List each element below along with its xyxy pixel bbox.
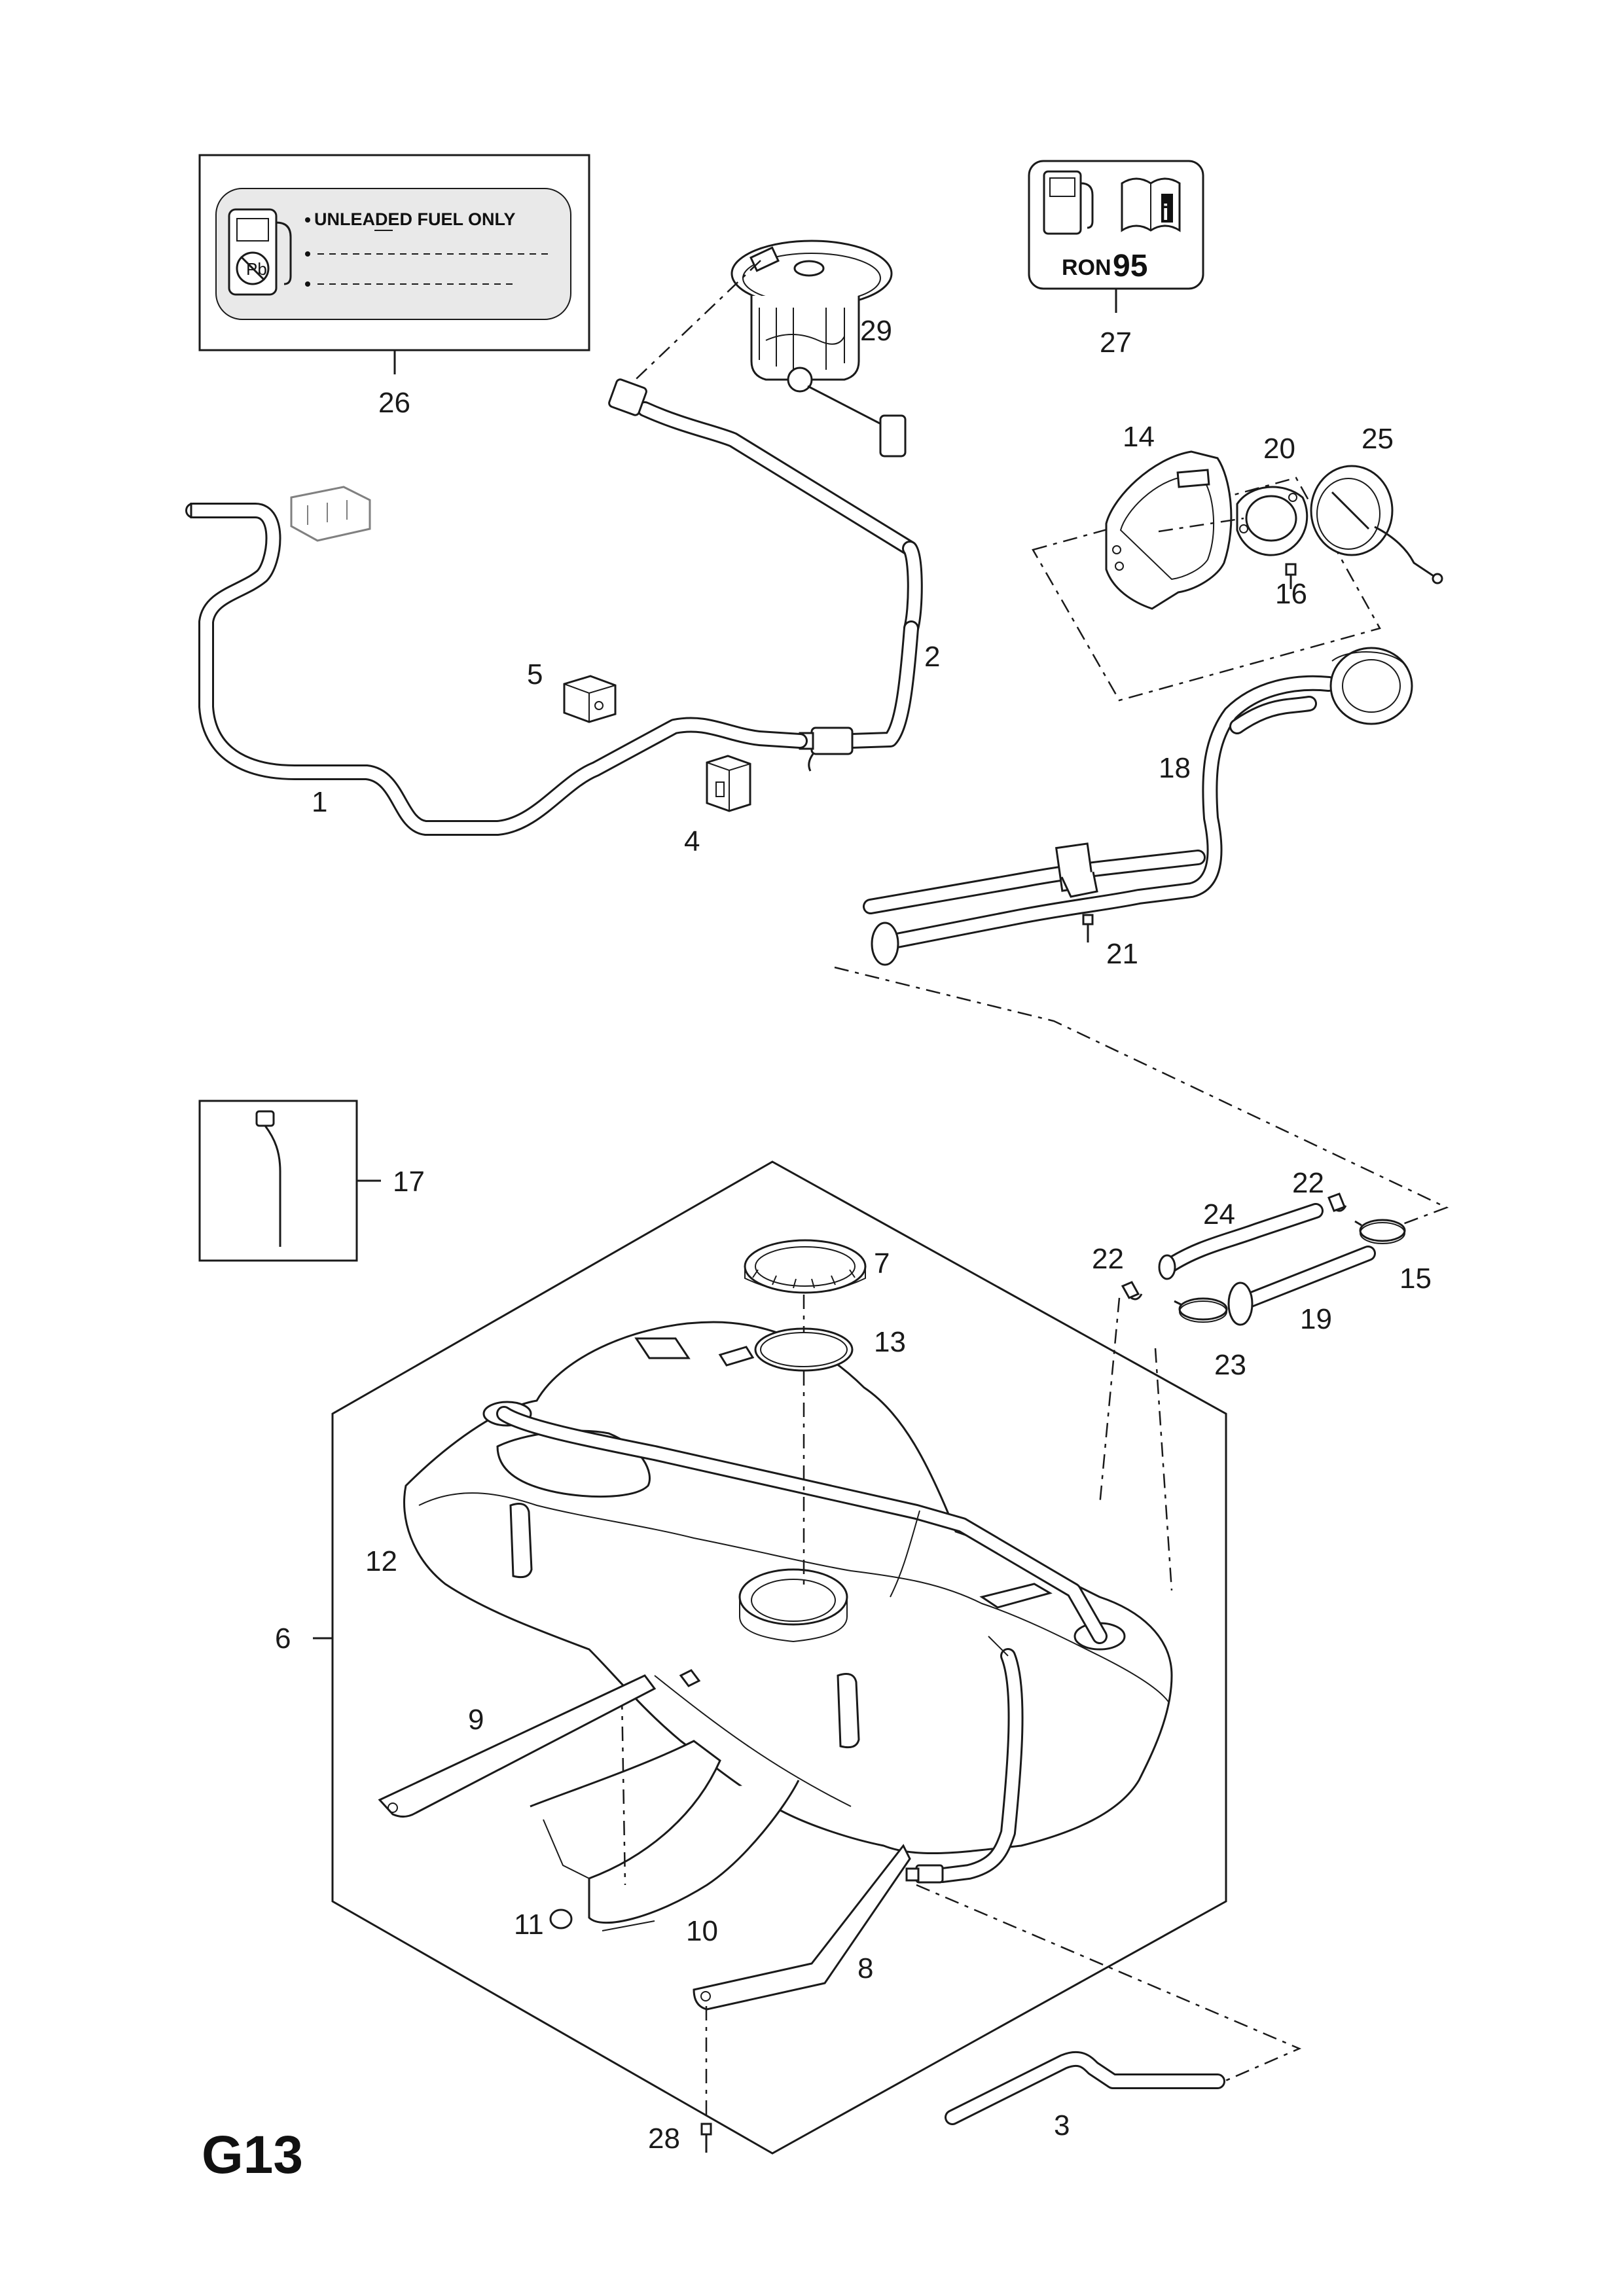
- part-label: 29: [860, 315, 892, 347]
- part-label: 9: [468, 1704, 484, 1736]
- strap-9: [378, 1674, 657, 1818]
- ron-value-text: 95: [1113, 249, 1147, 283]
- part-label: 14: [1123, 421, 1155, 453]
- part-label: 22: [1092, 1243, 1124, 1275]
- clamp-22a: [1327, 1193, 1347, 1212]
- part-label: 18: [1159, 752, 1191, 784]
- part-label: 13: [874, 1326, 906, 1358]
- part-label: 20: [1263, 433, 1295, 465]
- seal-13: [754, 1327, 854, 1372]
- part-label: 1: [312, 786, 327, 818]
- clamp-23: [1174, 1297, 1228, 1323]
- part-label: 12: [365, 1545, 397, 1577]
- part-label: 26: [378, 387, 410, 419]
- part-label: 21: [1106, 938, 1138, 970]
- fuel-line-1: [185, 503, 808, 836]
- filler-cap-25: [1310, 465, 1443, 584]
- part-label: 5: [527, 658, 543, 691]
- part-label: 24: [1203, 1198, 1235, 1230]
- part-label: 19: [1300, 1303, 1332, 1335]
- part-label: 17: [393, 1166, 425, 1198]
- fuel-line-2: [799, 620, 919, 772]
- clip-5: [563, 675, 617, 723]
- part-label: 23: [1214, 1349, 1246, 1381]
- svg-text:i: i: [1163, 200, 1168, 225]
- pump-harness: [608, 378, 923, 636]
- page-title: G13: [202, 2125, 303, 2185]
- lock-ring-7: [744, 1239, 867, 1294]
- svg-text:Pb: Pb: [246, 259, 267, 279]
- unleaded-notice-text: UNLEADED FUEL ONLY: [314, 209, 516, 229]
- clamp-15: [1354, 1219, 1406, 1244]
- part-label: 4: [684, 825, 700, 857]
- screw-16: [1285, 563, 1297, 589]
- nut-11: [549, 1909, 573, 1929]
- sticker-ron-box: i RON 95: [1028, 160, 1204, 290]
- filler-neck-ring-20: [1236, 486, 1308, 556]
- inset-box-17: [198, 1100, 358, 1262]
- part-label: 25: [1362, 423, 1394, 455]
- fuel-pump-module: [731, 240, 907, 457]
- part-label: 11: [514, 1909, 544, 1941]
- part-label: 16: [1275, 578, 1307, 610]
- sticker-unleaded-box: Pb UNLEADED FUEL ONLY: [198, 154, 590, 351]
- filler-pipe-18: [863, 647, 1413, 966]
- bolt-28: [700, 2123, 712, 2153]
- heat-shield-10: [530, 1740, 800, 1931]
- clamp-22b: [1121, 1281, 1143, 1300]
- hose-24: [1158, 1203, 1324, 1280]
- part-label: 15: [1399, 1263, 1432, 1295]
- part-label: 8: [857, 1952, 873, 1984]
- pipe-3: [945, 2051, 1225, 2125]
- part-label: 10: [686, 1915, 718, 1947]
- fuel-pump-icon: [1043, 170, 1094, 235]
- part-labels: 1 2 3 4 5 6 7 8 9 10 11 12 13 14 15 16 1…: [275, 315, 1432, 2155]
- part-label: 7: [874, 1247, 890, 1280]
- part-label: 2: [924, 641, 940, 673]
- hose-19: [1227, 1246, 1376, 1326]
- clip-4: [706, 755, 751, 812]
- strap-8: [693, 1844, 911, 2011]
- ron-prefix-text: RON: [1062, 255, 1111, 280]
- fuel-pump-icon: Pb: [228, 208, 292, 296]
- part-label: 22: [1292, 1167, 1324, 1199]
- info-book-icon: i: [1121, 177, 1181, 232]
- part-label: 3: [1054, 2109, 1070, 2142]
- part-label: 6: [275, 1623, 291, 1655]
- bolt-21: [1082, 914, 1094, 942]
- part-label: 28: [648, 2123, 680, 2155]
- tank-assembly-frame: [331, 1160, 1227, 2155]
- line-clip-ghost: [290, 486, 371, 542]
- part-label: 27: [1100, 327, 1132, 359]
